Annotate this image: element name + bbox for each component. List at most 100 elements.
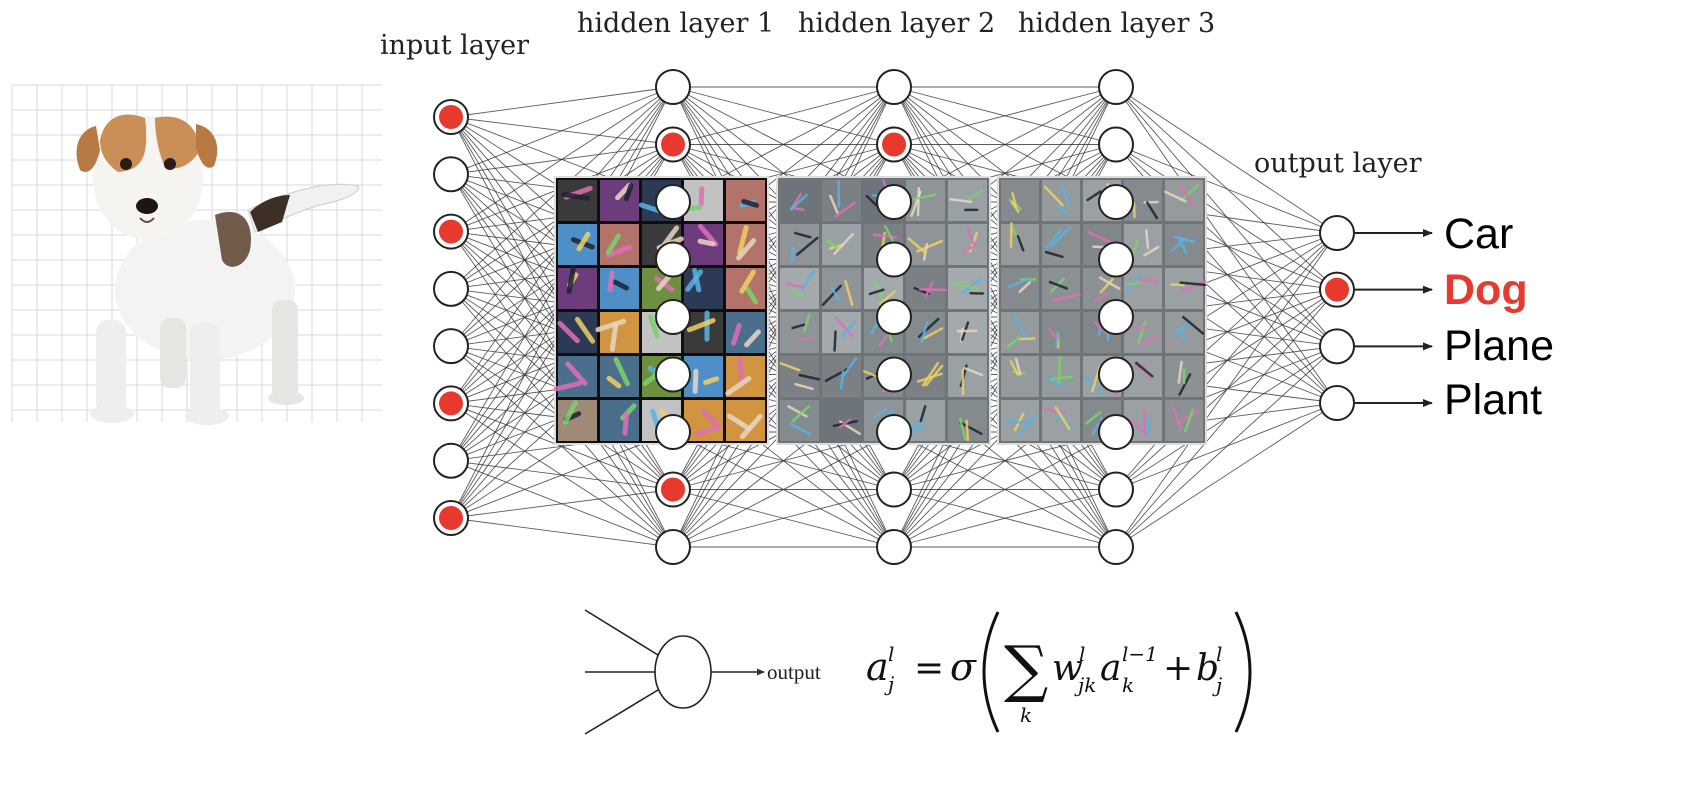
input-neuron-active-marker [439,219,463,244]
feature-stroke [949,197,973,204]
connection-edge [1115,402,1338,548]
feature-stroke [830,286,841,302]
feature-panel-part-filters [776,176,991,445]
feature-stroke [1179,184,1199,202]
feature-stroke [918,288,948,292]
feature-stroke [916,186,921,217]
hidden-3-neuron [1098,241,1134,278]
feature-stroke [739,269,756,294]
feature-stroke [1127,281,1141,286]
feature-stroke [553,380,583,392]
feature-stroke [692,368,699,394]
feature-stroke [868,288,885,296]
feature-stroke [686,318,716,333]
neuron-input-line-1 [584,609,659,656]
feature-stroke [844,280,854,307]
formula-b: b [1196,648,1219,689]
feature-stroke [1045,228,1063,249]
feature-stroke [1179,281,1207,287]
feature-stroke [647,314,660,339]
feature-tile [600,312,639,353]
feature-stroke [1146,201,1159,220]
hidden-layer-3-title: hidden layer 3 [1018,8,1215,39]
hidden-1-neuron [655,241,691,278]
feature-stroke [739,414,763,440]
feature-tile [1042,268,1080,309]
feature-stroke [744,329,761,348]
hidden-2-neuron [876,414,912,450]
hidden-2-neuron [876,241,912,278]
formula-a: a [1100,648,1121,689]
feature-stroke [839,370,845,390]
connection-edge [672,86,895,145]
feature-stroke [607,270,615,293]
feature-stroke [1093,292,1108,303]
output-neuron [1319,328,1355,365]
feature-stroke [821,284,842,307]
feature-stroke [1044,408,1068,414]
feature-stroke [1018,281,1032,294]
feature-stroke [623,182,634,202]
connection-edge [672,431,895,548]
hidden-1-neuron-active-marker [661,477,685,502]
feature-stroke [791,405,810,423]
connection-edge [450,86,674,175]
connection-edge [450,431,674,519]
hidden-1-neuron [655,529,691,565]
feature-stroke [615,182,632,201]
feature-stroke [1009,360,1020,376]
feature-stroke [824,367,850,382]
feature-stroke [1060,184,1071,206]
feature-stroke [656,273,672,292]
feature-stroke [1005,419,1030,425]
feature-tile [1001,268,1039,309]
feature-stroke [1046,377,1065,388]
formula-lhs-sup: l [888,642,894,666]
feature-stroke [606,244,633,258]
feature-stroke [912,193,937,201]
formula-a-sup: l−1 [1122,642,1158,666]
neuron-body [654,635,712,709]
feature-stroke [838,418,851,429]
feature-tile [780,356,819,397]
feature-stroke [878,334,888,347]
feature-stroke [1178,373,1192,396]
feature-tile [1001,312,1039,353]
feature-stroke [1086,190,1102,202]
feature-stroke [908,418,924,436]
feature-stroke [825,239,839,250]
formula-sum-index: k [1020,703,1032,727]
feature-stroke [1179,280,1207,293]
feature-stroke [737,356,745,384]
input-neuron [433,442,469,479]
class-labels: Car Dog Plane Plant [1444,210,1554,424]
feature-stroke [731,323,742,346]
output-neuron-active-marker [1325,277,1349,302]
feature-stroke [565,361,588,386]
hidden-2-neuron [876,184,912,220]
feature-stroke [557,320,580,344]
feature-tile [1165,224,1203,265]
feature-stroke [835,316,854,338]
input-neuron [433,270,469,307]
feature-stroke [1145,229,1150,250]
feature-stroke [916,372,943,383]
class-label-plane: Plane [1444,322,1554,370]
hidden-1-neuron [655,414,691,450]
feature-stroke [790,288,805,298]
connection-edge [672,489,895,548]
feature-stroke [703,376,720,385]
neuron-input-line-3 [584,689,659,735]
hidden-3-neuron [1098,471,1134,508]
feature-stroke [1163,190,1187,203]
hidden-2-neuron [876,529,912,565]
connection-edge [893,86,1117,145]
feature-stroke [741,198,760,208]
feature-stroke [576,231,591,252]
feature-stroke [921,361,940,387]
feature-stroke [725,376,752,396]
feature-stroke [1137,278,1159,283]
feature-stroke [1050,375,1073,381]
feature-stroke [787,405,808,418]
formula-equals: = [914,648,944,689]
